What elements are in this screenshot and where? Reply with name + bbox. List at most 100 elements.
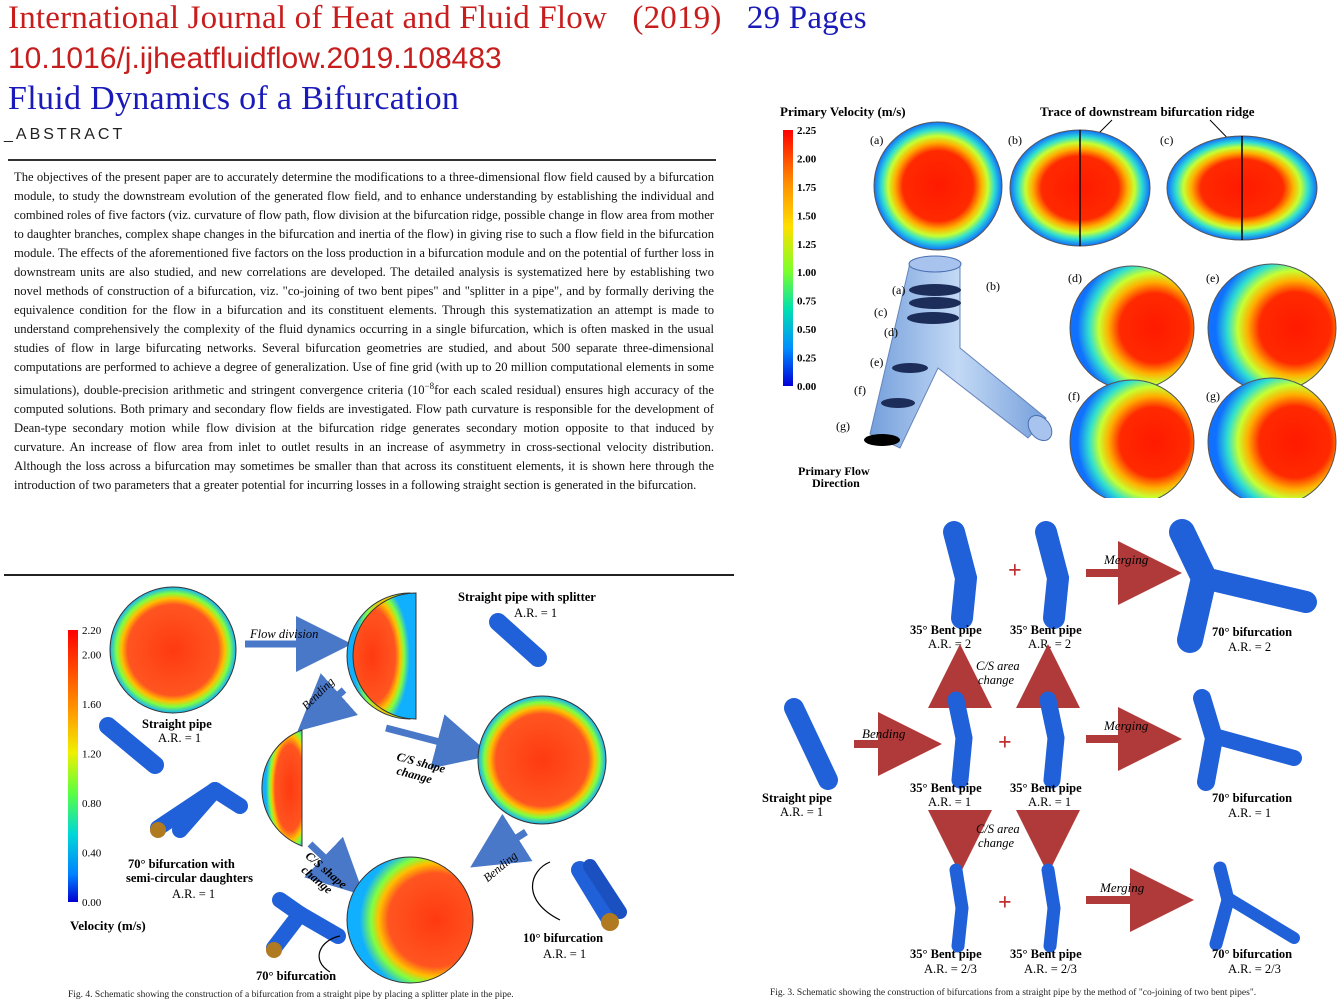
ridge-label: Trace of downstream bifurcation ridge	[1040, 104, 1255, 119]
bif70-ar2-3d	[1169, 519, 1317, 653]
ar-label: A.R. = 1	[780, 805, 823, 819]
flow-direction-label: Primary Flow	[798, 464, 870, 478]
ar-label: A.R. = 2	[1028, 637, 1071, 651]
bending-label: Bending	[299, 674, 337, 712]
straight-pipe-3d	[99, 717, 164, 774]
splitter-label: Straight pipe with splitter	[458, 590, 596, 604]
contour-a	[873, 121, 1003, 251]
ar-label: A.R. = 1	[1028, 795, 1071, 809]
colorbar-tick-label: 0.40	[82, 848, 102, 860]
straight-pipe-contour	[109, 586, 237, 714]
final-contour	[346, 856, 474, 984]
merging-label: Merging	[1099, 880, 1145, 895]
plus-sign: +	[1008, 558, 1022, 584]
straight-pipe-label: Straight pipe	[142, 717, 212, 731]
bent-pipe-ar1-right	[1039, 691, 1065, 789]
bent-label: 35° Bent pipe	[1010, 947, 1082, 961]
colorbar-tick-label: 0.75	[797, 296, 817, 308]
contour-f	[1069, 379, 1195, 498]
bent-pipe-ar2-left	[943, 521, 978, 629]
colorbar-tick-label: 0.50	[797, 324, 817, 336]
pointer	[531, 861, 561, 921]
bif-label: 70° bifurcation	[1212, 625, 1292, 639]
colorbar	[68, 630, 78, 902]
colorbar-tick-label: 2.00	[82, 650, 102, 662]
seventy-label: 70° bifurcation	[256, 969, 336, 983]
bif70-ar23-3d	[1209, 861, 1300, 951]
fig3-diagram: + Merging 35° Bent pipe A.R. = 2 35° Ben…	[762, 519, 1317, 976]
bent-pipe-ar23-right	[1041, 863, 1061, 953]
cs-area-label: C/S area	[976, 822, 1020, 836]
semi-circular-contour	[261, 729, 303, 847]
bent-label: 35° Bent pipe	[910, 781, 982, 795]
colorbar-tick-label: 2.00	[797, 153, 817, 165]
fig4-diagram: 2.202.001.601.200.800.400.00 Velocity (m…	[68, 586, 627, 984]
ar-label: A.R. = 2/3	[1024, 962, 1077, 976]
colorbar-tick-label: 0.00	[797, 381, 817, 393]
panel-label-f: (f)	[1068, 389, 1080, 403]
ar-label: A.R. = 1	[928, 795, 971, 809]
ar-label: A.R. = 2	[1228, 640, 1271, 654]
bent-pipe-ar2-right	[1035, 521, 1070, 629]
colorbar-ticks: 2.252.001.751.501.251.000.750.500.250.00	[797, 125, 817, 393]
abstract-text: The objectives of the present paper are …	[14, 168, 714, 495]
cs-area-label: change	[978, 673, 1015, 687]
colorbar-tick-label: 0.25	[797, 353, 817, 365]
bent-pipe-ar1-left	[947, 691, 973, 789]
arrow	[304, 836, 365, 896]
pipe-label-a: (a)	[892, 283, 905, 297]
ar-label: A.R. = 2/3	[1228, 962, 1281, 976]
pipe-label-f: (f)	[854, 383, 866, 397]
colorbar-tick-label: 1.75	[797, 182, 817, 194]
splitter-ar: A.R. = 1	[514, 606, 557, 620]
colorbar-title: Primary Velocity (m/s)	[780, 104, 906, 119]
merging-label: Merging	[1103, 718, 1149, 733]
panel-label-b: (b)	[1008, 133, 1022, 147]
page-count: 29 Pages	[746, 0, 867, 36]
abstract-part1: The objectives of the present paper are …	[14, 170, 714, 398]
colorbar-tick-label: 2.25	[797, 125, 817, 137]
bif-label: 70° bifurcation	[1212, 791, 1292, 805]
ten-ar: A.R. = 1	[543, 947, 586, 961]
colorbar-tick-label: 1.20	[82, 749, 102, 761]
straight-pipe-ar: A.R. = 1	[158, 731, 201, 745]
semi-label: semi-circular daughters	[126, 871, 253, 885]
divider	[8, 159, 716, 161]
colorbar-tick-label: 0.80	[82, 798, 102, 810]
velocity-label: Velocity (m/s)	[70, 918, 146, 933]
colorbar-tick-label: 1.25	[797, 239, 817, 251]
bent-label: 35° Bent pipe	[910, 947, 982, 961]
arrow	[297, 673, 358, 732]
colorbar-ticks: 2.202.001.601.200.800.400.00	[82, 625, 102, 909]
ar-label: A.R. = 2	[928, 637, 971, 651]
bending-label: Bending	[862, 726, 906, 741]
pipe-label-d: (d)	[884, 325, 898, 339]
abstract-heading: _ABSTRACT	[4, 126, 126, 143]
bent-label: 35° Bent pipe	[910, 623, 982, 637]
semi-label: 70° bifurcation with	[128, 857, 235, 871]
velocity-contour-figure: Primary Velocity (m/s) 2.252.001.751.501…	[780, 104, 1337, 498]
arrow	[470, 813, 533, 868]
arrow	[385, 714, 492, 769]
semi-ar: A.R. = 1	[172, 887, 215, 901]
ar-label: A.R. = 2/3	[924, 962, 977, 976]
panel-label-e: (e)	[1206, 271, 1219, 285]
abstract-part2: for each scaled residual) ensures high a…	[14, 383, 714, 493]
colorbar-tick-label: 0.00	[82, 897, 102, 909]
ar-label: A.R. = 1	[1228, 806, 1271, 820]
contour-d	[1069, 265, 1195, 391]
cs-area-label: change	[978, 836, 1015, 850]
splitter-contour	[346, 592, 417, 720]
panel-label-c: (c)	[1160, 133, 1173, 147]
contour-e	[1207, 263, 1337, 393]
bifurcation-pipe-3d	[864, 255, 1053, 449]
splitter-pipe-3d	[489, 613, 547, 667]
panel-label-a: (a)	[870, 133, 883, 147]
contour-g	[1207, 377, 1337, 498]
colorbar	[783, 130, 793, 386]
circular-contour	[477, 695, 607, 825]
fig4-caption: Fig. 4. Schematic showing the constructi…	[68, 990, 514, 1000]
semi-bifurcation-3d	[150, 782, 248, 838]
flow-direction-label: Direction	[812, 476, 860, 490]
journal-name: International Journal of Heat and Fluid …	[8, 0, 608, 36]
